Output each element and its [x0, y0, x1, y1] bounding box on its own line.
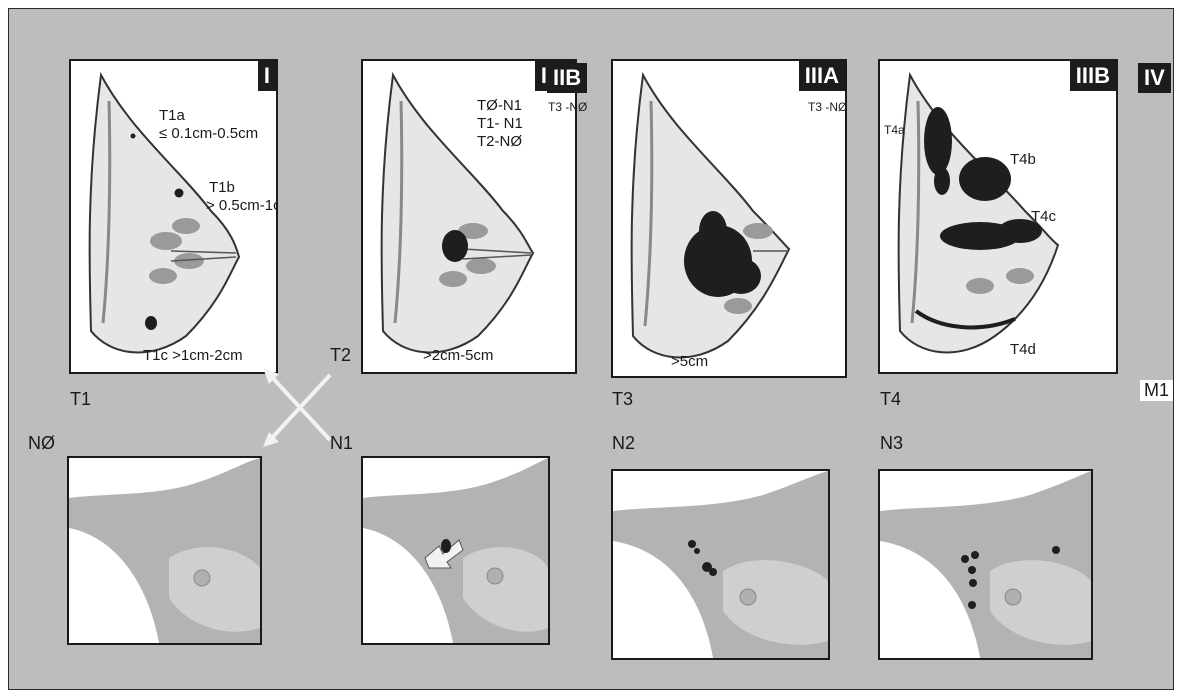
iib-combo: T3 -NØ	[548, 100, 587, 114]
label-t1: T1	[70, 389, 91, 410]
label-t4c: T4c	[1031, 208, 1056, 226]
axilla-illustration-n0	[69, 458, 260, 643]
label-t1a-size: ≤ 0.1cm-0.5cm	[159, 125, 258, 143]
label-n2: N2	[612, 433, 635, 454]
stage-badge-iv: IV	[1138, 63, 1171, 93]
arrow-icon	[255, 360, 375, 460]
stage-badge-i: I	[258, 61, 276, 91]
label-t1b: T1b	[209, 179, 235, 197]
axilla-illustration-n1	[363, 458, 548, 643]
label-t4d: T4d	[1010, 341, 1036, 359]
panel-n3	[878, 469, 1093, 660]
label-t1a: T1a	[159, 107, 185, 125]
label-n3: N3	[880, 433, 903, 454]
label-t4: T4	[880, 389, 901, 410]
axilla-illustration-n3	[880, 471, 1091, 658]
panel-t2: IIA TØ-N1 T1- N1 T2-NØ >2cm-5cm	[361, 59, 577, 374]
label-t3-size: >5cm	[671, 353, 708, 371]
panel-n2	[611, 469, 830, 660]
iiia-combo: T3 -NØ	[808, 100, 847, 114]
stage-badge-iib: IIB	[547, 63, 587, 93]
panel-n1	[361, 456, 550, 645]
panel-n0	[67, 456, 262, 645]
label-t3: T3	[612, 389, 633, 410]
stage-badge-iiia: IIIA	[799, 61, 845, 91]
breast-illustration-t2	[363, 61, 575, 372]
label-t2-size: >2cm-5cm	[423, 347, 493, 365]
label-t1c: T1c >1cm-2cm	[143, 347, 243, 365]
iia-combo-3: T2-NØ	[477, 133, 522, 151]
panel-t4: IIIB T4a T4b T4c T4d	[878, 59, 1118, 374]
label-t4b: T4b	[1010, 151, 1036, 169]
iia-combo-1: TØ-N1	[477, 97, 522, 115]
panel-t1: I T1a ≤ 0.1cm-0.5cm T1b > 0.5cm-1cm T1c …	[69, 59, 278, 374]
breast-illustration-t4	[880, 61, 1116, 372]
label-t1b-size: > 0.5cm-1cm	[206, 197, 278, 215]
stage-badge-iiib: IIIB	[1070, 61, 1116, 91]
label-n0: NØ	[28, 433, 55, 454]
label-n1: N1	[330, 433, 353, 454]
axilla-illustration-n2	[613, 471, 828, 658]
label-m1: M1	[1140, 380, 1173, 401]
iia-combo-2: T1- N1	[477, 115, 523, 133]
label-t4a: T4a	[884, 123, 905, 137]
